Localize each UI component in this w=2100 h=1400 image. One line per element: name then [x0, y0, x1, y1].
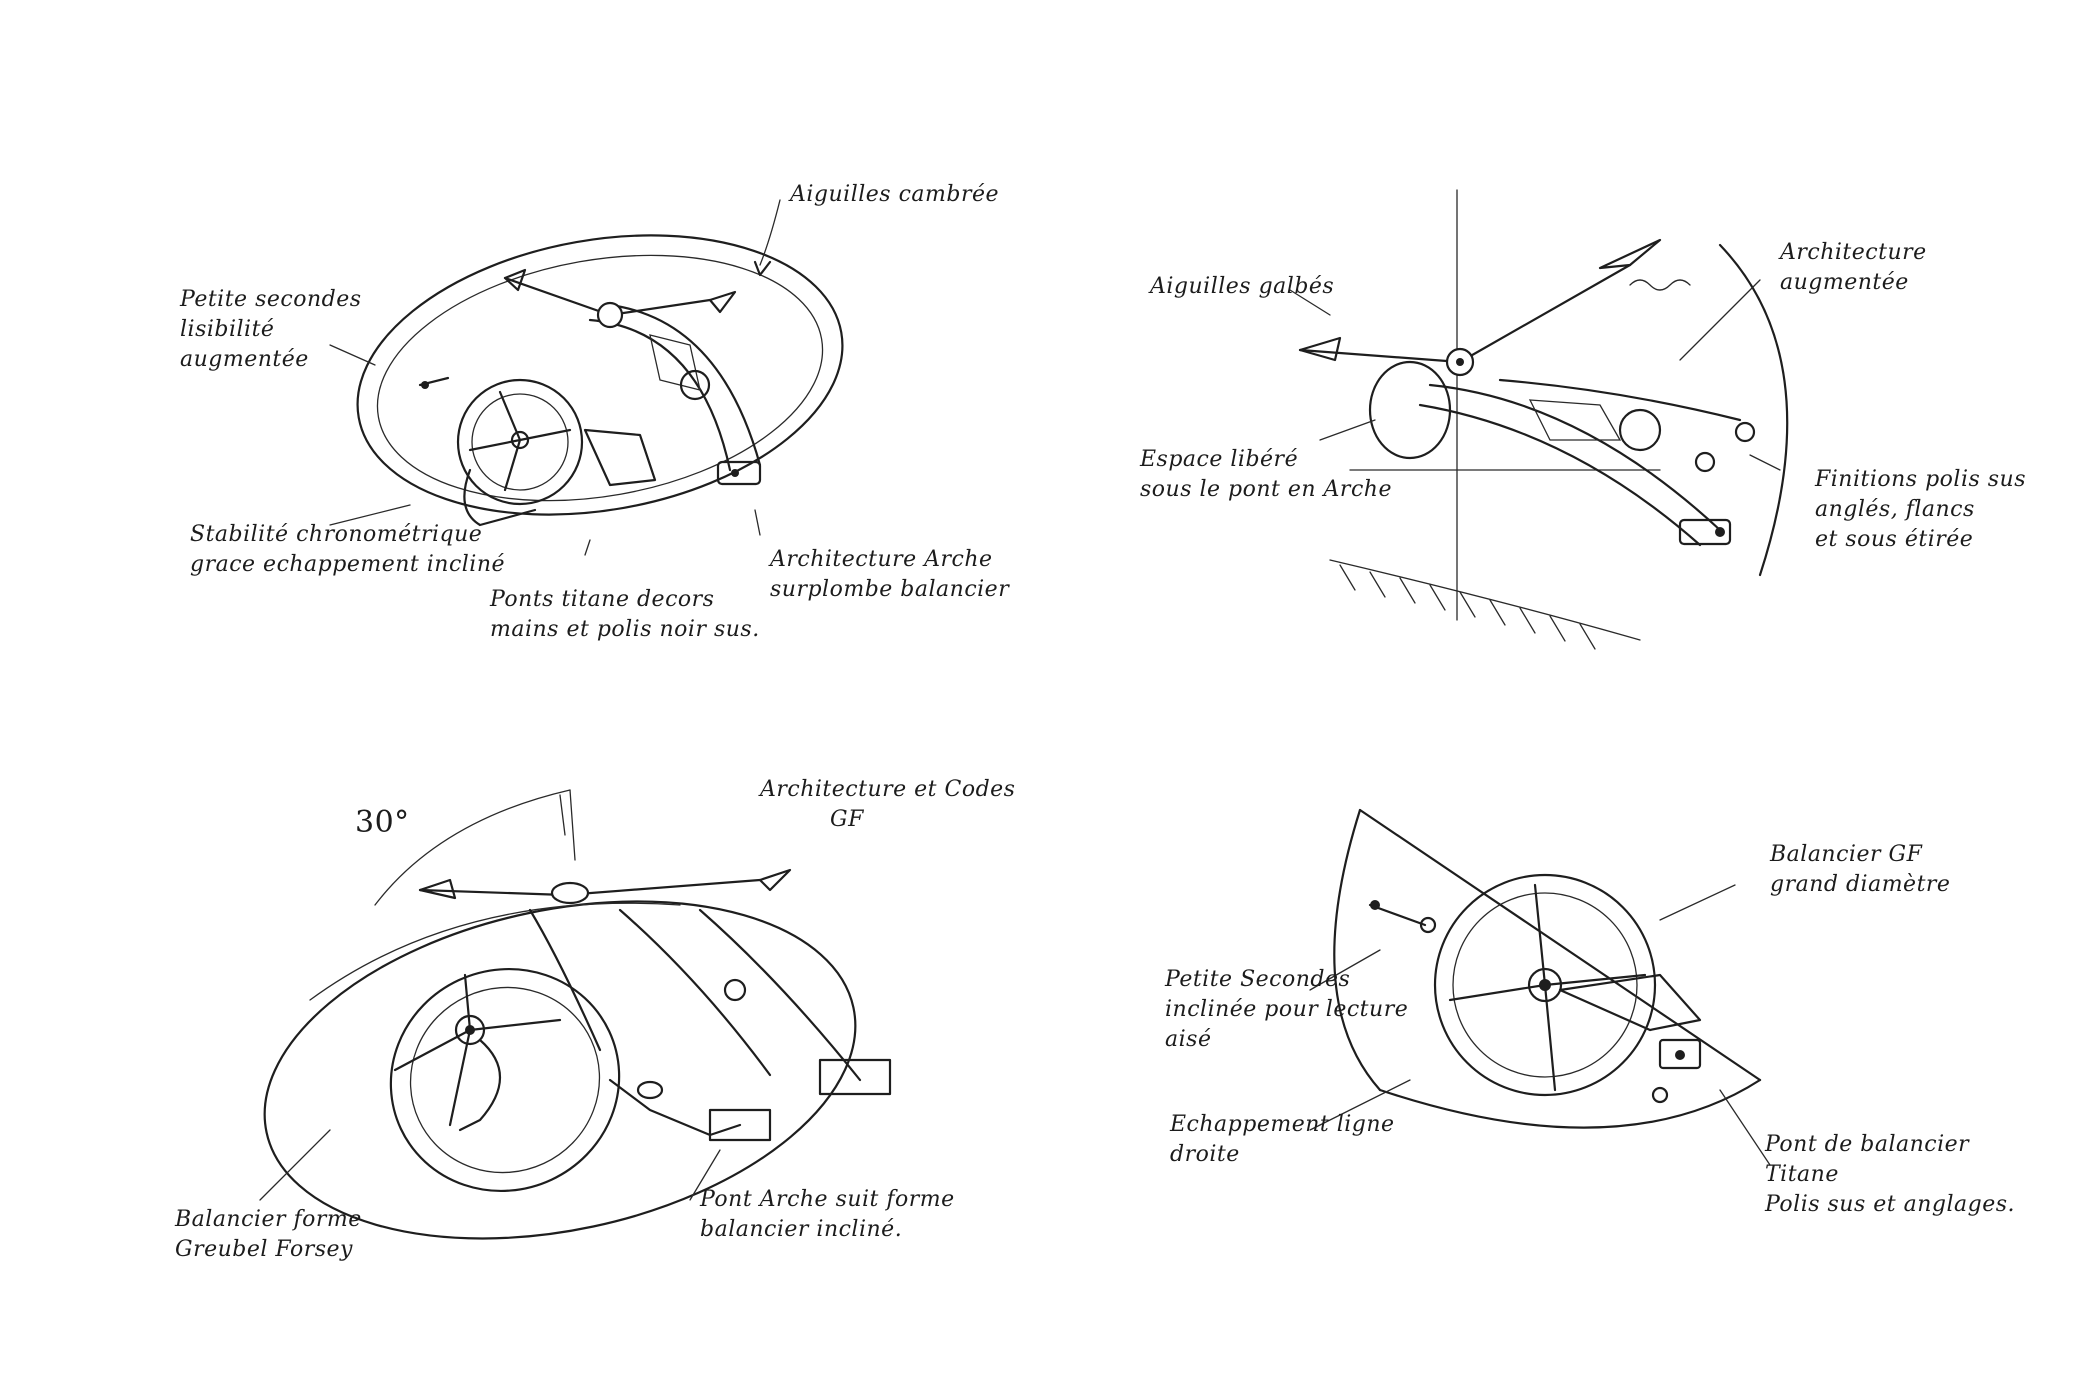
sketch-bottom-left [259, 789, 892, 1240]
note-balancier-forme: Balancier forme Greubel Forsey [175, 1205, 362, 1265]
note-architecture-codes: Architecture et Codes GF [760, 775, 1015, 835]
note-line: Pont de balancier [1765, 1132, 1970, 1157]
note-petite-secondes: Petite secondes lisibilité augmentée [180, 285, 362, 375]
note-ponts-titane: Ponts titane decors mains et polis noir … [490, 585, 760, 645]
note-balancier-gf: Balancier GF grand diamètre [1770, 840, 1950, 900]
note-line: Ponts titane decors [490, 587, 715, 612]
note-line: Pont Arche suit forme [700, 1187, 955, 1212]
note-pont-balancier: Pont de balancier Titane Polis sus et an… [1765, 1130, 2015, 1220]
note-line: augmentée [180, 347, 309, 372]
note-line: Architecture Arche [770, 547, 993, 572]
note-line: lisibilité [180, 317, 275, 342]
note-line: anglés, flancs [1815, 497, 1975, 522]
note-petite-secondes-inclinee: Petite Secondes inclinée pour lecture ai… [1165, 965, 1408, 1055]
note-line: Petite secondes [180, 287, 362, 312]
sketch-bottom-right [1309, 808, 1771, 1166]
note-line: sous le pont en Arche [1140, 477, 1392, 502]
note-line: grand diamètre [1770, 872, 1951, 897]
note-pont-arche: Pont Arche suit forme balancier incliné. [700, 1185, 955, 1245]
note-line: droite [1170, 1142, 1240, 1167]
note-aiguilles-galbes: Aiguilles galbés [1150, 272, 1334, 302]
note-stabilite: Stabilité chronométrique grace echappeme… [190, 520, 505, 580]
note-line: surplombe balancier [770, 577, 1010, 602]
note-line: Architecture et Codes [760, 777, 1016, 802]
note-line: Finitions polis sus [1815, 467, 2027, 492]
note-finitions: Finitions polis sus anglés, flancs et so… [1815, 465, 2026, 555]
note-line: Aiguilles cambrée [790, 182, 1000, 207]
note-espace-libere: Espace libéré sous le pont en Arche [1140, 445, 1392, 505]
note-line: Architecture [1780, 240, 1927, 265]
note-line: aisé [1165, 1027, 1212, 1052]
note-line: GF [830, 807, 864, 832]
note-line: Petite Secondes [1165, 967, 1351, 992]
note-aiguilles-cambree: Aiguilles cambrée [790, 180, 999, 210]
note-line: Espace libéré [1140, 447, 1299, 472]
note-line: Balancier GF [1770, 842, 1923, 867]
note-line: mains et polis noir sus. [490, 617, 760, 642]
note-line: Titane [1765, 1162, 1839, 1187]
note-line: inclinée pour lecture [1165, 997, 1409, 1022]
note-line: Aiguilles galbés [1150, 274, 1335, 299]
note-line: Greubel Forsey [175, 1237, 353, 1262]
note-echappement-ligne: Echappement ligne droite [1170, 1110, 1395, 1170]
angle-value: 30° [355, 805, 410, 840]
note-line: augmentée [1780, 270, 1909, 295]
note-line: Polis sus et anglages. [1765, 1192, 2016, 1217]
note-architecture-augmentee: Architecture augmentée [1780, 238, 1927, 298]
note-architecture-arche: Architecture Arche surplombe balancier [770, 545, 1009, 605]
sketch-top-left [329, 199, 844, 556]
sketch-top-right [1289, 189, 1789, 650]
note-line: et sous étirée [1815, 527, 1974, 552]
note-line: grace echappement incliné [190, 552, 506, 577]
note-line: Echappement ligne [1170, 1112, 1395, 1137]
note-line: Balancier forme [175, 1207, 362, 1232]
note-line: balancier incliné. [700, 1217, 903, 1242]
note-line: Stabilité chronométrique [190, 522, 483, 547]
angle-label: 30° [355, 808, 410, 838]
